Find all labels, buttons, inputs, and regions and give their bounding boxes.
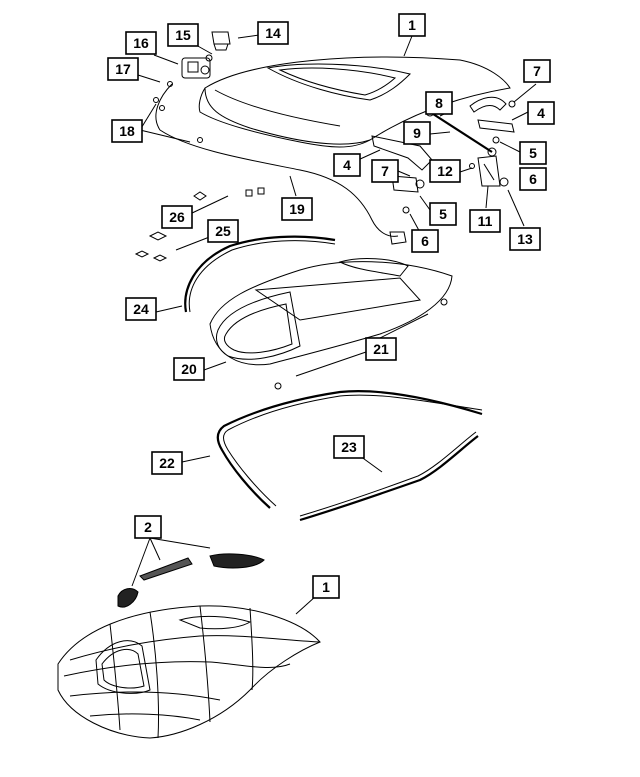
callout-label: 9 xyxy=(413,125,421,141)
hood-assembly-part xyxy=(57,605,321,739)
grille-insert-part xyxy=(117,553,265,608)
callout-c12: 12 xyxy=(429,159,461,183)
callout-c8: 8 xyxy=(425,91,453,115)
callout-c5-b: 5 xyxy=(429,202,457,226)
callout-c16: 16 xyxy=(125,31,157,55)
callout-c22: 22 xyxy=(151,451,183,475)
callout-label: 13 xyxy=(517,231,533,247)
hood-seal-front-part xyxy=(184,235,336,313)
callout-label: 7 xyxy=(533,63,541,79)
callout-c6-b: 6 xyxy=(411,229,439,253)
callout-c23: 23 xyxy=(333,435,365,459)
callout-label: 16 xyxy=(133,35,149,51)
callout-label: 18 xyxy=(119,123,135,139)
hood-panel-part xyxy=(198,56,511,148)
callout-label: 17 xyxy=(115,61,131,77)
callout-c17: 17 xyxy=(107,57,139,81)
callout-label: 1 xyxy=(408,17,416,33)
callout-c18: 18 xyxy=(111,119,143,143)
callout-c1-top: 1 xyxy=(398,13,426,37)
callout-c11: 11 xyxy=(469,209,501,233)
callout-label: 25 xyxy=(215,223,231,239)
latch-assembly-part xyxy=(153,31,231,143)
callout-label: 4 xyxy=(343,157,351,173)
callout-label: 22 xyxy=(159,455,175,471)
callout-label: 26 xyxy=(169,209,185,225)
callout-c4-b: 4 xyxy=(333,153,361,177)
callout-c4-a: 4 xyxy=(527,101,555,125)
callout-c25: 25 xyxy=(207,219,239,243)
callout-label: 5 xyxy=(439,206,447,222)
callout-c9: 9 xyxy=(403,121,431,145)
callout-label: 8 xyxy=(435,95,443,111)
callout-label: 14 xyxy=(265,25,281,41)
callout-c19: 19 xyxy=(281,197,313,221)
callout-label: 24 xyxy=(133,301,149,317)
callout-label: 5 xyxy=(529,145,537,161)
callout-c5-a: 5 xyxy=(519,141,547,165)
callout-c6-a: 6 xyxy=(519,167,547,191)
callout-c24: 24 xyxy=(125,297,157,321)
callout-label: 4 xyxy=(537,105,545,121)
leader-lines xyxy=(131,33,537,615)
callout-c21: 21 xyxy=(365,337,397,361)
callout-label: 21 xyxy=(373,341,389,357)
insulator-pad-part xyxy=(209,258,453,390)
callout-label: 20 xyxy=(181,361,197,377)
callout-label: 1 xyxy=(322,579,330,595)
hood-seal-rear-part xyxy=(216,390,483,522)
hinge-prop-rod-part xyxy=(371,96,516,214)
callout-c13: 13 xyxy=(509,227,541,251)
callout-c15: 15 xyxy=(167,23,199,47)
callout-c7-b: 7 xyxy=(371,159,399,183)
callout-label: 6 xyxy=(529,171,537,187)
callout-label: 2 xyxy=(144,519,152,535)
callout-label: 7 xyxy=(381,163,389,179)
callout-label: 11 xyxy=(478,213,493,229)
clip-fasteners-part xyxy=(134,187,265,262)
release-cable-part xyxy=(155,83,399,237)
callout-c26: 26 xyxy=(161,205,193,229)
callout-label: 6 xyxy=(421,233,429,249)
callout-c1-bottom: 1 xyxy=(312,575,340,599)
callout-label: 19 xyxy=(289,201,305,217)
callout-c20: 20 xyxy=(173,357,205,381)
callout-c2: 2 xyxy=(134,515,162,539)
callout-c7-a: 7 xyxy=(523,59,551,83)
callout-label: 15 xyxy=(175,27,191,43)
callout-c14: 14 xyxy=(257,21,289,45)
callout-label: 23 xyxy=(341,439,357,455)
callout-label: 12 xyxy=(437,163,453,179)
